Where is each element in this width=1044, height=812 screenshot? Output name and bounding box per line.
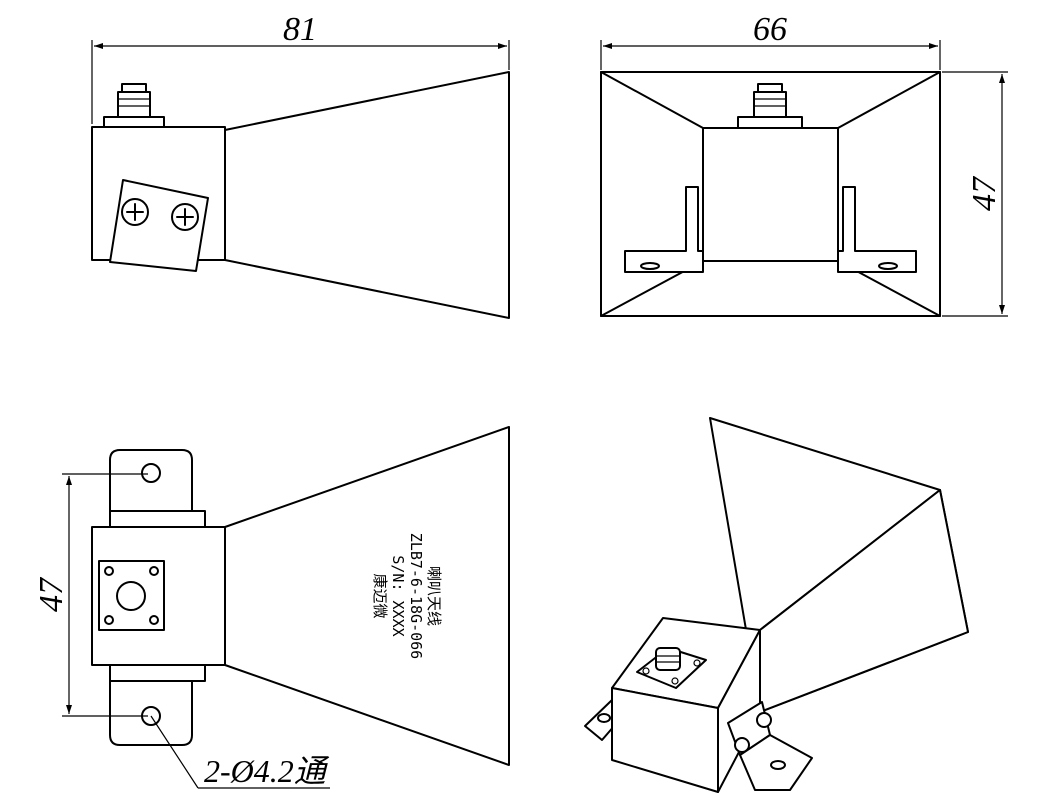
label-line-2: ZLB7-6-18G-066 (407, 533, 425, 659)
dim-front-height-text: 47 (966, 175, 1003, 211)
dim-front-width-text: 66 (753, 11, 787, 48)
side-screw-1 (121, 198, 149, 226)
top-bracket-strip-lower (109, 664, 206, 682)
front-bracket-right (837, 186, 917, 273)
label-line-3: S/N: XXXX (389, 555, 407, 636)
front-bracket-left (624, 186, 704, 273)
label-line-4: 康迈微 (371, 573, 389, 618)
iso-view (584, 417, 969, 793)
iso-horn (709, 417, 969, 713)
iso-bracket-right (727, 701, 813, 791)
dim-top-height-text: 47 (33, 576, 70, 612)
dim-front-width: 66 (600, 11, 941, 70)
top-bracket-strip-upper (109, 510, 206, 528)
hole-note-text: 2-Ø4.2通 (204, 753, 330, 789)
front-waveguide-block (702, 127, 839, 262)
iso-waveguide-block (611, 617, 761, 793)
top-connector-flange (98, 560, 165, 631)
dim-side-width-text: 81 (283, 11, 317, 48)
top-ear-lower (109, 664, 193, 746)
dim-top-height: 47 (33, 473, 148, 717)
label-plate: 喇叭天线 ZLB7-6-18G-066 S/N: XXXX 康迈微 (371, 533, 443, 659)
front-view: 66 47 (600, 11, 1008, 317)
side-connector (103, 83, 165, 128)
dim-side-width: 81 (91, 11, 510, 124)
top-horn-flare (224, 426, 510, 766)
top-ear-upper (109, 449, 193, 528)
front-aperture (600, 71, 941, 317)
side-horn-flare (224, 71, 510, 319)
dim-front-height: 47 (942, 71, 1008, 317)
top-view: 喇叭天线 ZLB7-6-18G-066 S/N: XXXX 康迈微 47 2-Ø… (33, 426, 510, 789)
front-connector (737, 83, 803, 129)
label-line-1: 喇叭天线 (425, 566, 443, 626)
hole-callout: 2-Ø4.2通 (150, 715, 330, 789)
side-view: 81 (91, 11, 510, 319)
iso-connector (636, 647, 707, 689)
side-screw-2 (171, 203, 199, 231)
